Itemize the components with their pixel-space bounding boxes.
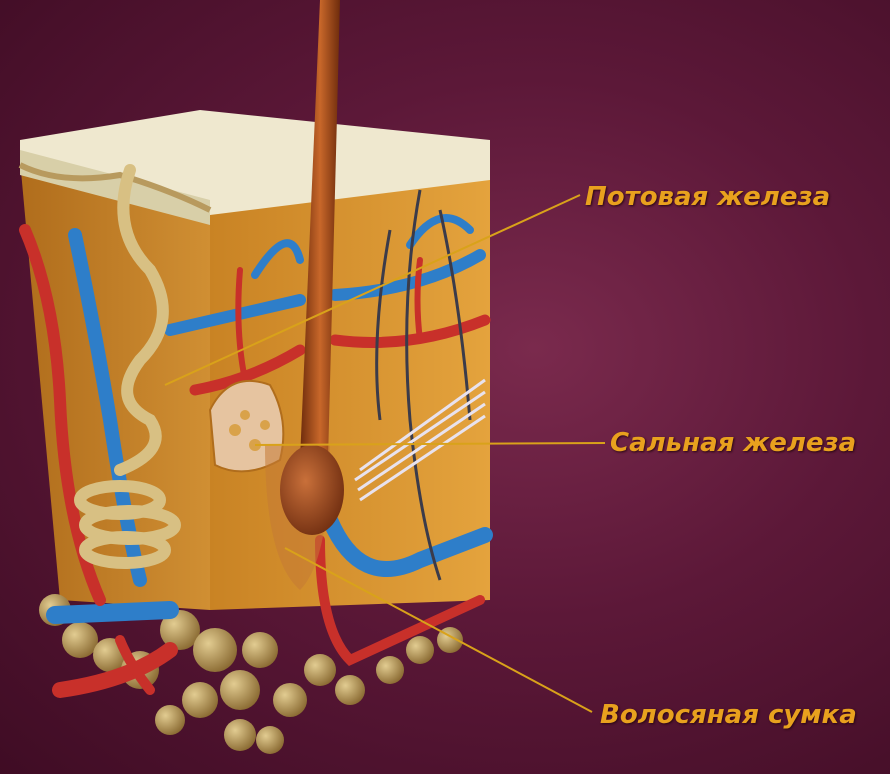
- label-sweat-gland: Потовая железа: [585, 182, 830, 212]
- label-hair-follicle: Волосяная сумка: [600, 700, 857, 730]
- label-sebaceous-gland: Сальная железа: [610, 428, 856, 458]
